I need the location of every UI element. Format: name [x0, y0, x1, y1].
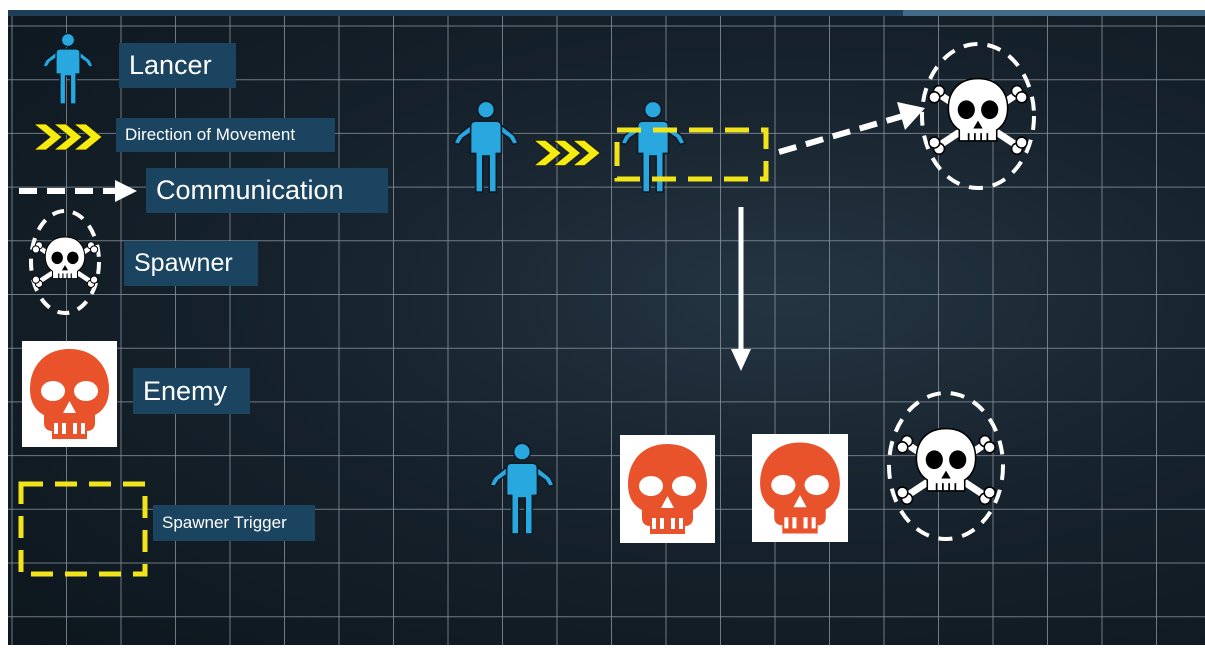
movement-chevron-icon: [532, 139, 601, 167]
legend-direction-label: Direction of Movement: [116, 118, 335, 152]
legend-enemy-card: [22, 341, 117, 447]
legend-enemy-label: Enemy: [133, 368, 250, 414]
skull-icon: [30, 349, 109, 439]
spawner-top-icon: [920, 42, 1036, 190]
communication-arrow: [778, 102, 925, 155]
skull-icon: [628, 444, 707, 534]
legend-communication-label: Communication: [146, 168, 388, 213]
top-bar: [8, 10, 1205, 16]
enemy-card-2: [752, 434, 848, 542]
top-bar-accent: [903, 10, 1205, 16]
result-arrow: [731, 207, 751, 371]
legend-lancer-icon: [42, 32, 94, 105]
legend-spawner-label: Spawner: [124, 241, 258, 286]
legend-lancer-label: Lancer: [119, 43, 236, 88]
legend-spawner-icon: [29, 209, 101, 315]
legend-dashed-rectangle-icon: [18, 481, 148, 577]
lancer-start-icon: [452, 100, 520, 193]
legend-chevron-arrows-icon: [32, 123, 103, 151]
grid-lines: [8, 10, 1205, 645]
legend-dashed-arrow-icon: [19, 180, 137, 202]
lancer-bottom-icon: [488, 442, 556, 535]
spawner-trigger-zone: [614, 127, 769, 182]
legend-spawner-trigger-label: Spawner Trigger: [153, 505, 315, 541]
skull-icon: [760, 442, 840, 534]
enemy-card-1: [620, 435, 715, 543]
spawner-bottom-icon: [887, 391, 1005, 541]
